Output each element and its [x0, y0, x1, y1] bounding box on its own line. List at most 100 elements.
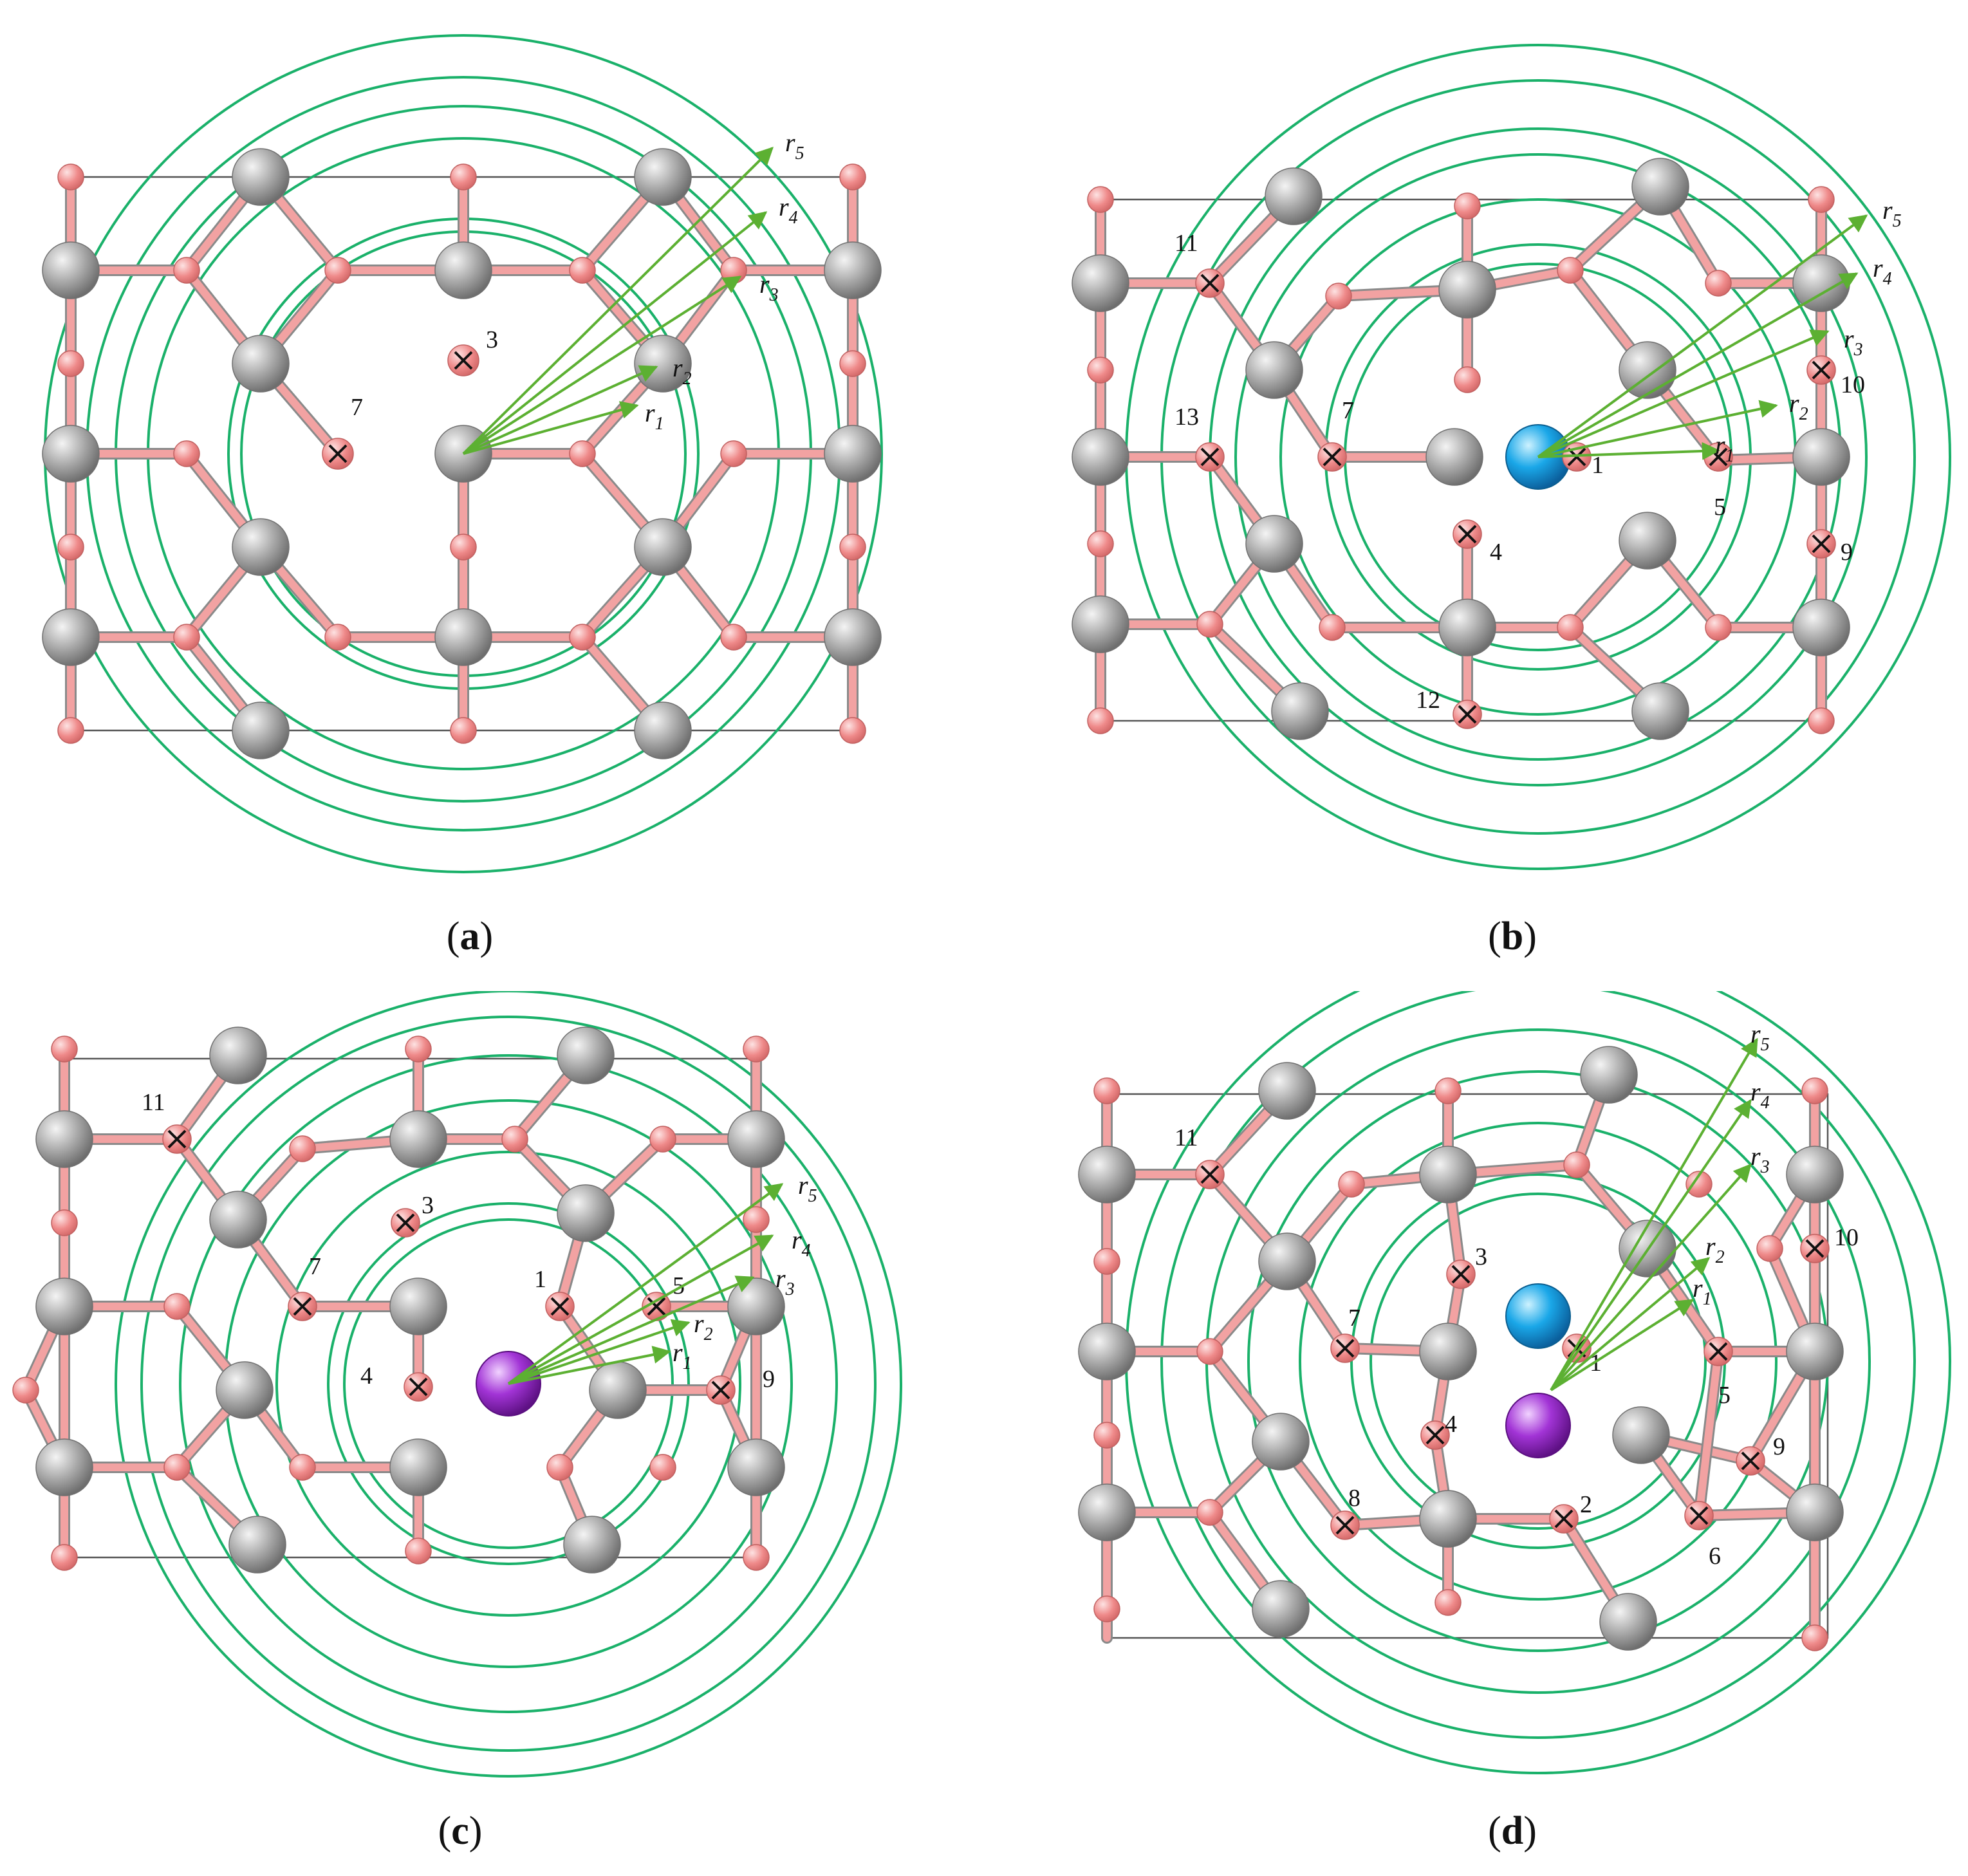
radius-label-main: r: [775, 1264, 786, 1293]
oxygen-atom: [57, 534, 84, 561]
gray-atom: [1271, 682, 1329, 740]
gray-atom: [1252, 1580, 1310, 1638]
vacancy-cross-mark: [409, 1377, 428, 1397]
gray-atom: [1419, 1490, 1477, 1548]
oxygen-atom: [173, 624, 200, 651]
gray-atom: [727, 1277, 785, 1335]
site-label: 9: [1841, 539, 1853, 566]
gray-atom: [1245, 515, 1303, 573]
caption-c: (c): [438, 1809, 483, 1853]
oxygen-atom: [1093, 1595, 1120, 1622]
radius-label: r3: [1750, 1142, 1770, 1177]
oxygen-atom: [51, 1209, 78, 1236]
oxygen-atom: [1557, 614, 1584, 641]
radius-label-sub: 2: [683, 369, 692, 389]
radius-arrow: [1550, 1037, 1758, 1391]
radius-arrow: [1550, 1163, 1752, 1391]
site-label: 13: [1174, 404, 1199, 431]
radius-label: r4: [1873, 254, 1892, 289]
caption-d: (d): [1488, 1809, 1537, 1853]
oxygen-atom: [720, 440, 747, 467]
radius-label: r1: [1693, 1274, 1712, 1309]
oxygen-atom: [405, 1036, 432, 1063]
radius-arrow: [463, 401, 639, 455]
radius-label: r2: [1789, 389, 1808, 424]
gray-atom: [1612, 1406, 1670, 1464]
site-label: 8: [1348, 1485, 1360, 1512]
radius-label: r1: [645, 398, 664, 434]
site-label: 7: [1348, 1305, 1360, 1332]
gray-atom: [232, 518, 290, 576]
oxygen-atom: [57, 163, 84, 190]
site-label: 11: [142, 1089, 165, 1116]
site-label: 11: [1174, 1124, 1198, 1151]
vacancy-cross-mark: [1812, 360, 1831, 380]
vacancy-cross-mark: [1335, 1516, 1355, 1535]
coordination-ring: [1247, 1070, 1829, 1652]
radius-label-main: r: [673, 1338, 683, 1367]
vacancy-cross-mark: [1805, 1239, 1824, 1258]
caption-letter-b: b: [1501, 915, 1524, 958]
oxygen-atom: [743, 1206, 770, 1233]
radius-label-sub: 1: [1725, 446, 1734, 466]
radius-label-sub: 3: [785, 1279, 795, 1299]
vacancy-cross-mark: [1200, 1165, 1220, 1184]
gray-atom: [228, 1516, 286, 1574]
gray-atom: [1438, 261, 1496, 319]
site-label: 10: [1841, 371, 1865, 398]
gray-atom: [209, 1026, 267, 1084]
radius-label-sub: 2: [1799, 404, 1808, 424]
gray-atom: [232, 335, 290, 393]
vacancy-cross-mark: [1741, 1451, 1760, 1471]
caption-letter-d: d: [1501, 1809, 1524, 1853]
oxygen-atom: [1087, 186, 1114, 213]
radius-arrow: [462, 275, 742, 455]
vacancy-cross-mark: [1451, 1265, 1471, 1284]
site-label: 3: [422, 1192, 434, 1219]
gray-atom: [209, 1191, 267, 1249]
oxygen-atom: [57, 350, 84, 377]
radius-arrow: [508, 1276, 755, 1385]
caption-a: (a): [446, 915, 494, 958]
oxygen-atom: [569, 440, 596, 467]
oxygen-atom: [1756, 1235, 1783, 1262]
gray-atom: [634, 701, 692, 759]
oxygen-atom: [1093, 1248, 1120, 1275]
oxygen-atom: [839, 350, 866, 377]
radius-label-main: r: [1873, 254, 1883, 283]
site-label: 5: [1718, 1382, 1731, 1409]
site-label: 11: [1174, 230, 1198, 257]
radius-arrow: [1550, 1299, 1694, 1391]
oxygen-atom: [289, 1135, 316, 1162]
radius-label-main: r: [1750, 1019, 1761, 1048]
vacancy-cross-mark: [1200, 274, 1220, 293]
radius-label: r3: [1844, 324, 1863, 360]
radius-label: r5: [1882, 196, 1902, 231]
radius-label-main: r: [759, 270, 770, 299]
radius-arrow: [1550, 1099, 1752, 1391]
gray-atom: [434, 608, 492, 666]
panel-d: 1131071594826r1r2r3r4r5: [1017, 991, 1968, 1783]
vacancy-cross-mark: [396, 1213, 415, 1232]
gray-atom: [1619, 341, 1676, 399]
radius-label-main: r: [1882, 196, 1893, 225]
vacancy-cross-mark: [1812, 534, 1831, 553]
vacancy-cross-mark: [293, 1297, 312, 1316]
gray-atom: [1419, 1323, 1477, 1380]
radius-label: r5: [798, 1171, 817, 1206]
vacancy-cross-mark: [1554, 1509, 1573, 1528]
oxygen-atom: [569, 624, 596, 651]
gray-atom: [232, 148, 290, 206]
caption-letter-c: c: [451, 1809, 469, 1853]
radius-label: r2: [673, 353, 692, 389]
site-label: 6: [1709, 1543, 1721, 1570]
site-label: 10: [1834, 1224, 1859, 1251]
gray-atom: [1072, 428, 1129, 486]
gray-atom: [232, 701, 290, 759]
radius-arrow: [1537, 400, 1778, 458]
gray-atom: [1072, 254, 1129, 312]
oxygen-atom: [1087, 707, 1114, 734]
oxygen-atom: [1196, 611, 1223, 638]
